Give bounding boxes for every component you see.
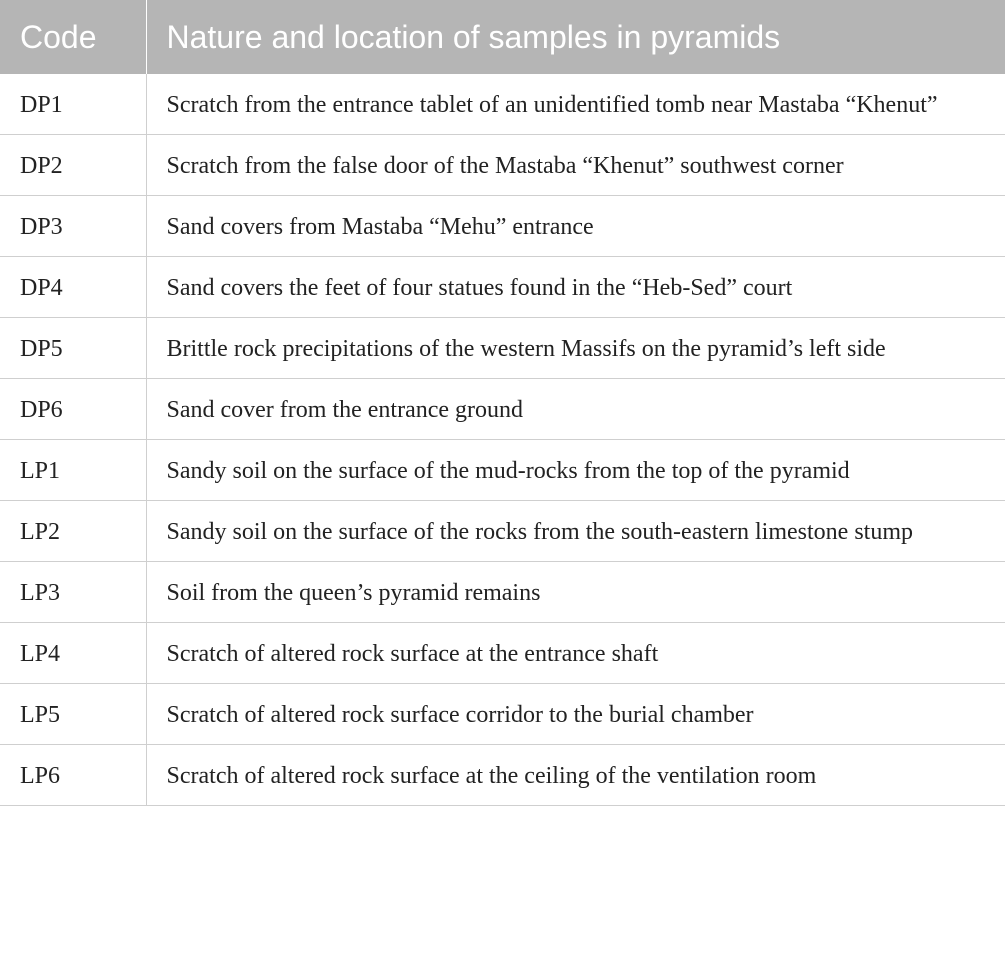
sample-code: LP2 [0,500,147,562]
sample-description: Scratch of altered rock surface at the c… [146,744,1005,806]
table-row: DP4 Sand covers the feet of four statues… [0,256,1005,318]
sample-code: LP5 [0,683,147,745]
column-header-code: Code [0,0,147,74]
sample-code: DP4 [0,256,147,318]
sample-description: Sand covers from Mastaba “Mehu” entrance [146,195,1005,257]
sample-code: DP6 [0,378,147,440]
table-row: LP2 Sandy soil on the surface of the roc… [0,500,1005,562]
table-row: DP6 Sand cover from the entrance ground [0,378,1005,440]
samples-table: Code Nature and location of samples in p… [0,0,1005,806]
column-header-description: Nature and location of samples in pyrami… [146,0,1005,74]
sample-description: Scratch of altered rock surface corridor… [146,683,1005,745]
sample-code: LP4 [0,622,147,684]
table-row: LP3 Soil from the queen’s pyramid remain… [0,561,1005,623]
sample-code: LP6 [0,744,147,806]
table-row: LP6 Scratch of altered rock surface at t… [0,744,1005,806]
sample-description: Scratch of altered rock surface at the e… [146,622,1005,684]
table-row: LP5 Scratch of altered rock surface corr… [0,683,1005,745]
sample-description: Scratch from the false door of the Masta… [146,134,1005,196]
sample-description: Sand covers the feet of four statues fou… [146,256,1005,318]
table-row: DP5 Brittle rock precipitations of the w… [0,317,1005,379]
sample-code: DP3 [0,195,147,257]
table-row: DP1 Scratch from the entrance tablet of … [0,74,1005,135]
sample-code: DP2 [0,134,147,196]
sample-code: DP1 [0,74,147,135]
sample-description: Sandy soil on the surface of the mud-roc… [146,439,1005,501]
sample-code: LP3 [0,561,147,623]
sample-description: Scratch from the entrance tablet of an u… [146,74,1005,135]
sample-code: LP1 [0,439,147,501]
sample-description: Soil from the queen’s pyramid remains [146,561,1005,623]
sample-description: Brittle rock precipitations of the weste… [146,317,1005,379]
sample-code: DP5 [0,317,147,379]
table-row: LP1 Sandy soil on the surface of the mud… [0,439,1005,501]
sample-description: Sand cover from the entrance ground [146,378,1005,440]
table-row: DP2 Scratch from the false door of the M… [0,134,1005,196]
table-row: DP3 Sand covers from Mastaba “Mehu” entr… [0,195,1005,257]
sample-description: Sandy soil on the surface of the rocks f… [146,500,1005,562]
table-header-row: Code Nature and location of samples in p… [0,0,1005,74]
table-row: LP4 Scratch of altered rock surface at t… [0,622,1005,684]
